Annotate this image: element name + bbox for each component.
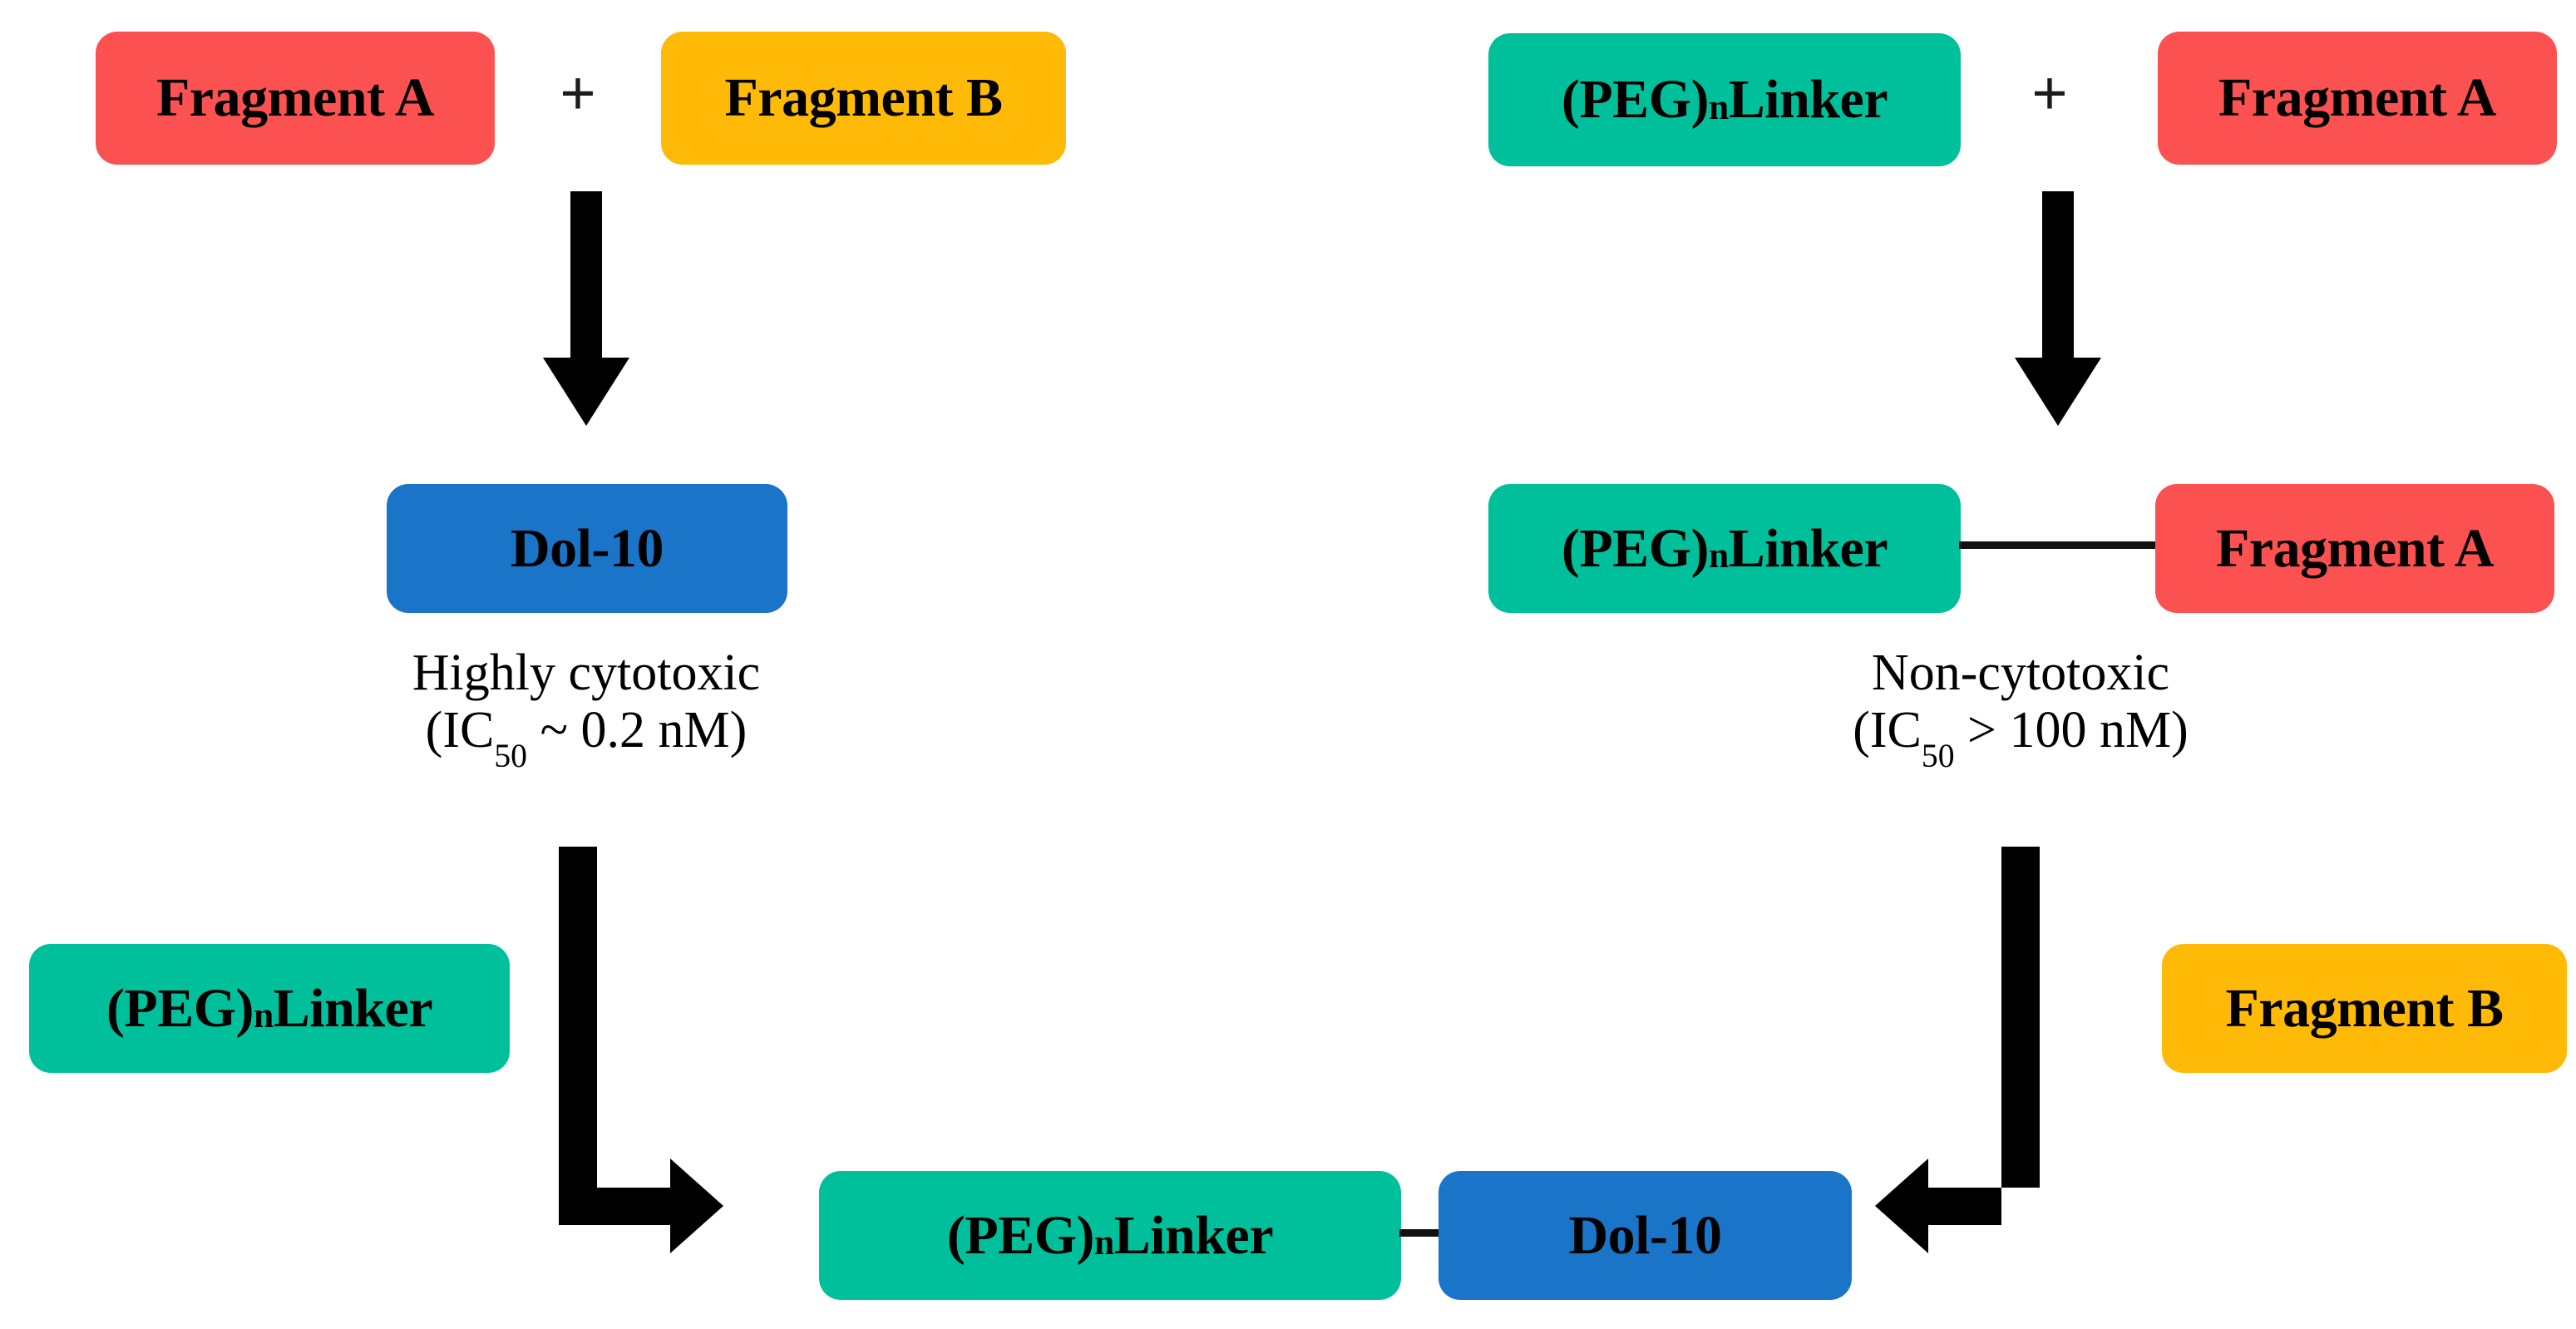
node-label-prefix: (PEG) [106,977,254,1039]
node-label: Fragment A [2215,517,2495,579]
caption-left-ic50-prefix: (IC [425,702,495,759]
node-label-suffix: Linker [1728,69,1888,130]
node-label: Dol-10 [511,517,664,579]
caption-left-ic50-subscript: 50 [494,737,527,774]
caption-right-cytotoxicity: Non-cytotoxic (IC50 > 100 nM) [1655,645,2386,774]
node-label-prefix: (PEG) [946,1204,1095,1266]
node-bottom-peg-linker[interactable]: (PEG)n Linker [819,1171,1401,1300]
node-label-subscript: n [1709,536,1729,576]
bond-connector-mid [1959,541,2159,549]
node-label: Fragment B [724,67,1003,128]
arrow-bent-down-right [559,847,723,1253]
caption-left-line2: (IC50 ~ 0.2 nM) [254,702,919,773]
node-label: Fragment A [2218,67,2497,128]
node-label-subscript: n [254,996,274,1036]
node-label: Fragment B [2225,977,2504,1039]
node-low-left-peg-linker[interactable]: (PEG)n Linker [29,944,510,1073]
node-mid-fragment-a[interactable]: Fragment A [2155,484,2554,613]
node-top-left-fragment-a[interactable]: Fragment A [96,32,495,165]
node-mid-peg-linker[interactable]: (PEG)n Linker [1488,484,1961,613]
node-label-prefix: (PEG) [1561,69,1710,130]
node-top-left-fragment-b[interactable]: Fragment B [661,32,1066,165]
node-bottom-dol10[interactable]: Dol-10 [1439,1171,1852,1300]
node-top-right-fragment-a[interactable]: Fragment A [2158,32,2557,165]
node-label-subscript: n [1709,86,1729,127]
node-label-subscript: n [1094,1223,1114,1263]
node-label: Dol-10 [1568,1204,1722,1266]
plus-operator-right: + [2031,58,2068,127]
caption-right-line2: (IC50 > 100 nM) [1655,702,2386,773]
node-mid-dol10[interactable]: Dol-10 [387,484,787,613]
arrow-down-left [543,191,629,426]
node-top-right-peg-linker[interactable]: (PEG)n Linker [1488,33,1961,166]
node-label: Fragment A [155,67,435,128]
caption-right-line1: Non-cytotoxic [1871,645,2170,701]
arrow-down-right [2015,191,2101,426]
caption-right-ic50-prefix: (IC [1853,702,1922,759]
caption-right-ic50-subscript: 50 [1921,737,1955,774]
caption-left-ic50-suffix: ~ 0.2 nM) [527,702,748,759]
caption-left-line1: Highly cytotoxic [412,645,761,701]
node-label-suffix: Linker [273,977,433,1039]
plus-operator-left: + [560,58,596,127]
node-label-suffix: Linker [1728,517,1888,579]
node-low-right-fragment-b[interactable]: Fragment B [2162,944,2567,1073]
caption-left-cytotoxicity: Highly cytotoxic (IC50 ~ 0.2 nM) [254,645,919,774]
arrow-bent-down-left [1875,847,2040,1253]
node-label-suffix: Linker [1113,1204,1274,1266]
node-label-prefix: (PEG) [1561,517,1710,579]
caption-right-ic50-suffix: > 100 nM) [1954,702,2189,759]
